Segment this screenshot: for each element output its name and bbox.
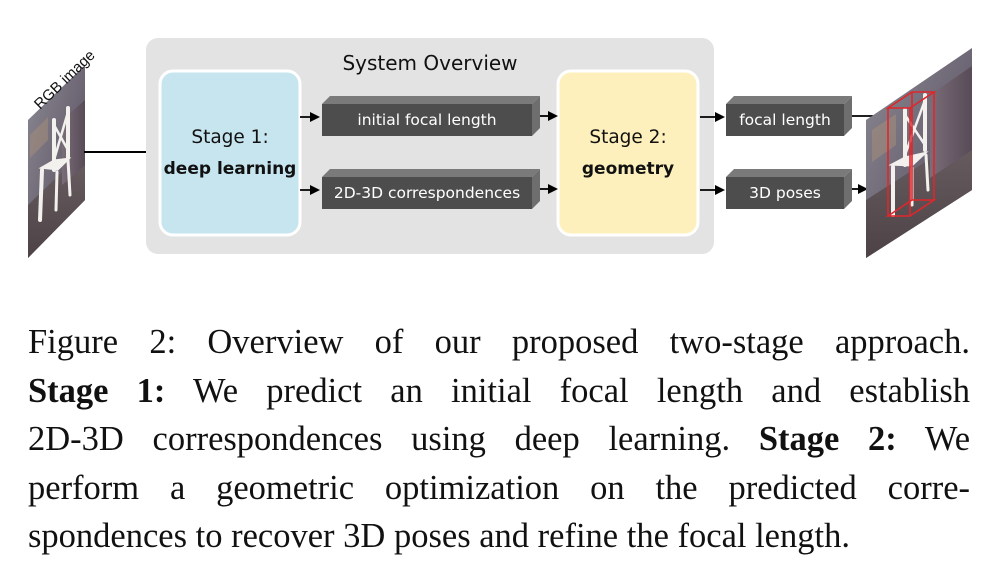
focal-length-output-bar: focal length [700,96,890,136]
caption-line-2: Stage 1: We predict an initial focal len… [28,371,970,410]
pose-bounding-box [885,91,937,217]
focal-length-label: focal length [739,111,831,129]
stage2-method: geometry [582,159,674,179]
stage2-label: Stage 2: [589,127,666,148]
caption-line-5: spondences to recover 3D poses and refin… [28,517,850,555]
panel-title: System Overview [342,51,517,75]
stage1-box: Stage 1: deep learning [158,69,302,237]
initial-focal-length-bar: initial focal length [300,96,558,136]
output-image [866,48,972,258]
caption-line-1: Figure 2: Overview of our proposed two-s… [28,323,970,361]
chair-icon [38,106,72,222]
poses-output-bar: 3D poses [700,169,868,209]
stage1-method: deep learning [164,159,297,179]
stage1-label: Stage 1: [191,127,268,148]
system-overview-diagram: RGB image System Overview Stage 1: deep … [28,38,972,258]
stage2-box: Stage 2: geometry [556,69,700,237]
correspondences-bar: 2D-3D correspondences [300,169,558,209]
initial-focal-length-label: initial focal length [357,111,496,129]
caption-stage1-heading: Stage 1: [28,371,166,410]
input-image: RGB image [28,47,99,258]
chair-icon [888,93,930,217]
caption-line-3: 2D-3D correspondences using deep learnin… [28,420,971,458]
caption-stage2-heading: Stage 2: [758,420,897,458]
figure-caption: Figure 2: Overview of our proposed two-s… [28,318,970,561]
caption-line-4: perform a geometric optimization on the … [28,468,970,507]
correspondences-label: 2D-3D correspondences [334,184,520,202]
poses-label: 3D poses [749,184,821,202]
